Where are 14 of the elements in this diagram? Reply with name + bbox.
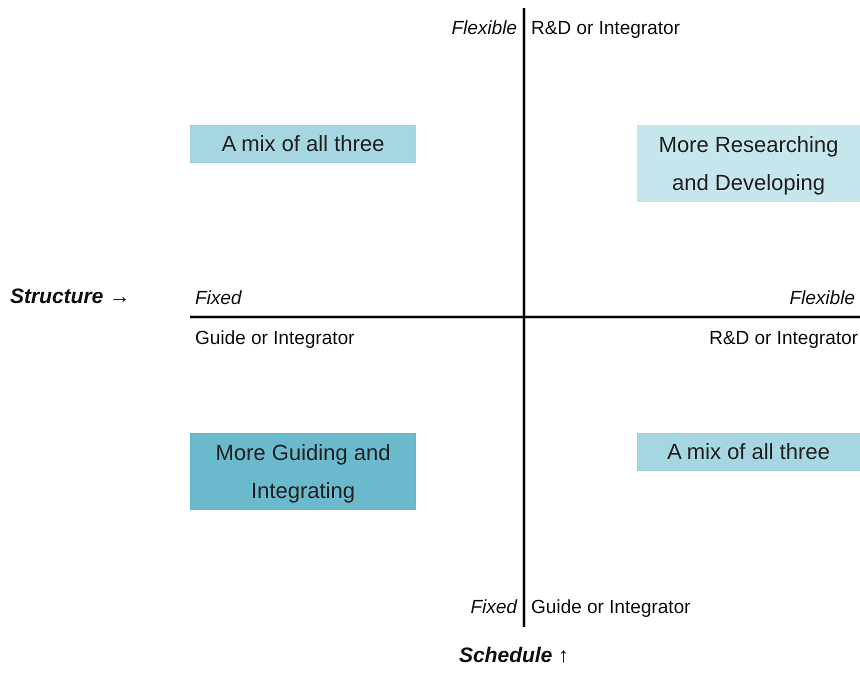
axis-label: Schedule ↑ bbox=[459, 644, 569, 668]
axis-label: Fixed bbox=[195, 287, 242, 311]
axis-label: Structure → bbox=[10, 285, 130, 309]
axis-label: R&D or Integrator bbox=[709, 327, 858, 351]
quadrant-box: A mix of all three bbox=[190, 125, 416, 163]
quadrant-box: More Guiding and Integrating bbox=[190, 433, 416, 510]
axis-label: Flexible bbox=[790, 287, 855, 311]
axis-label: R&D or Integrator bbox=[531, 17, 680, 41]
quadrant-box: A mix of all three bbox=[637, 433, 860, 471]
quadrant-box: More Researching and Developing bbox=[637, 125, 860, 202]
axis-label: Guide or Integrator bbox=[195, 327, 354, 351]
axis-label: Flexible bbox=[452, 17, 517, 41]
axis-label: Guide or Integrator bbox=[531, 596, 690, 620]
axis-label: Fixed bbox=[470, 596, 517, 620]
